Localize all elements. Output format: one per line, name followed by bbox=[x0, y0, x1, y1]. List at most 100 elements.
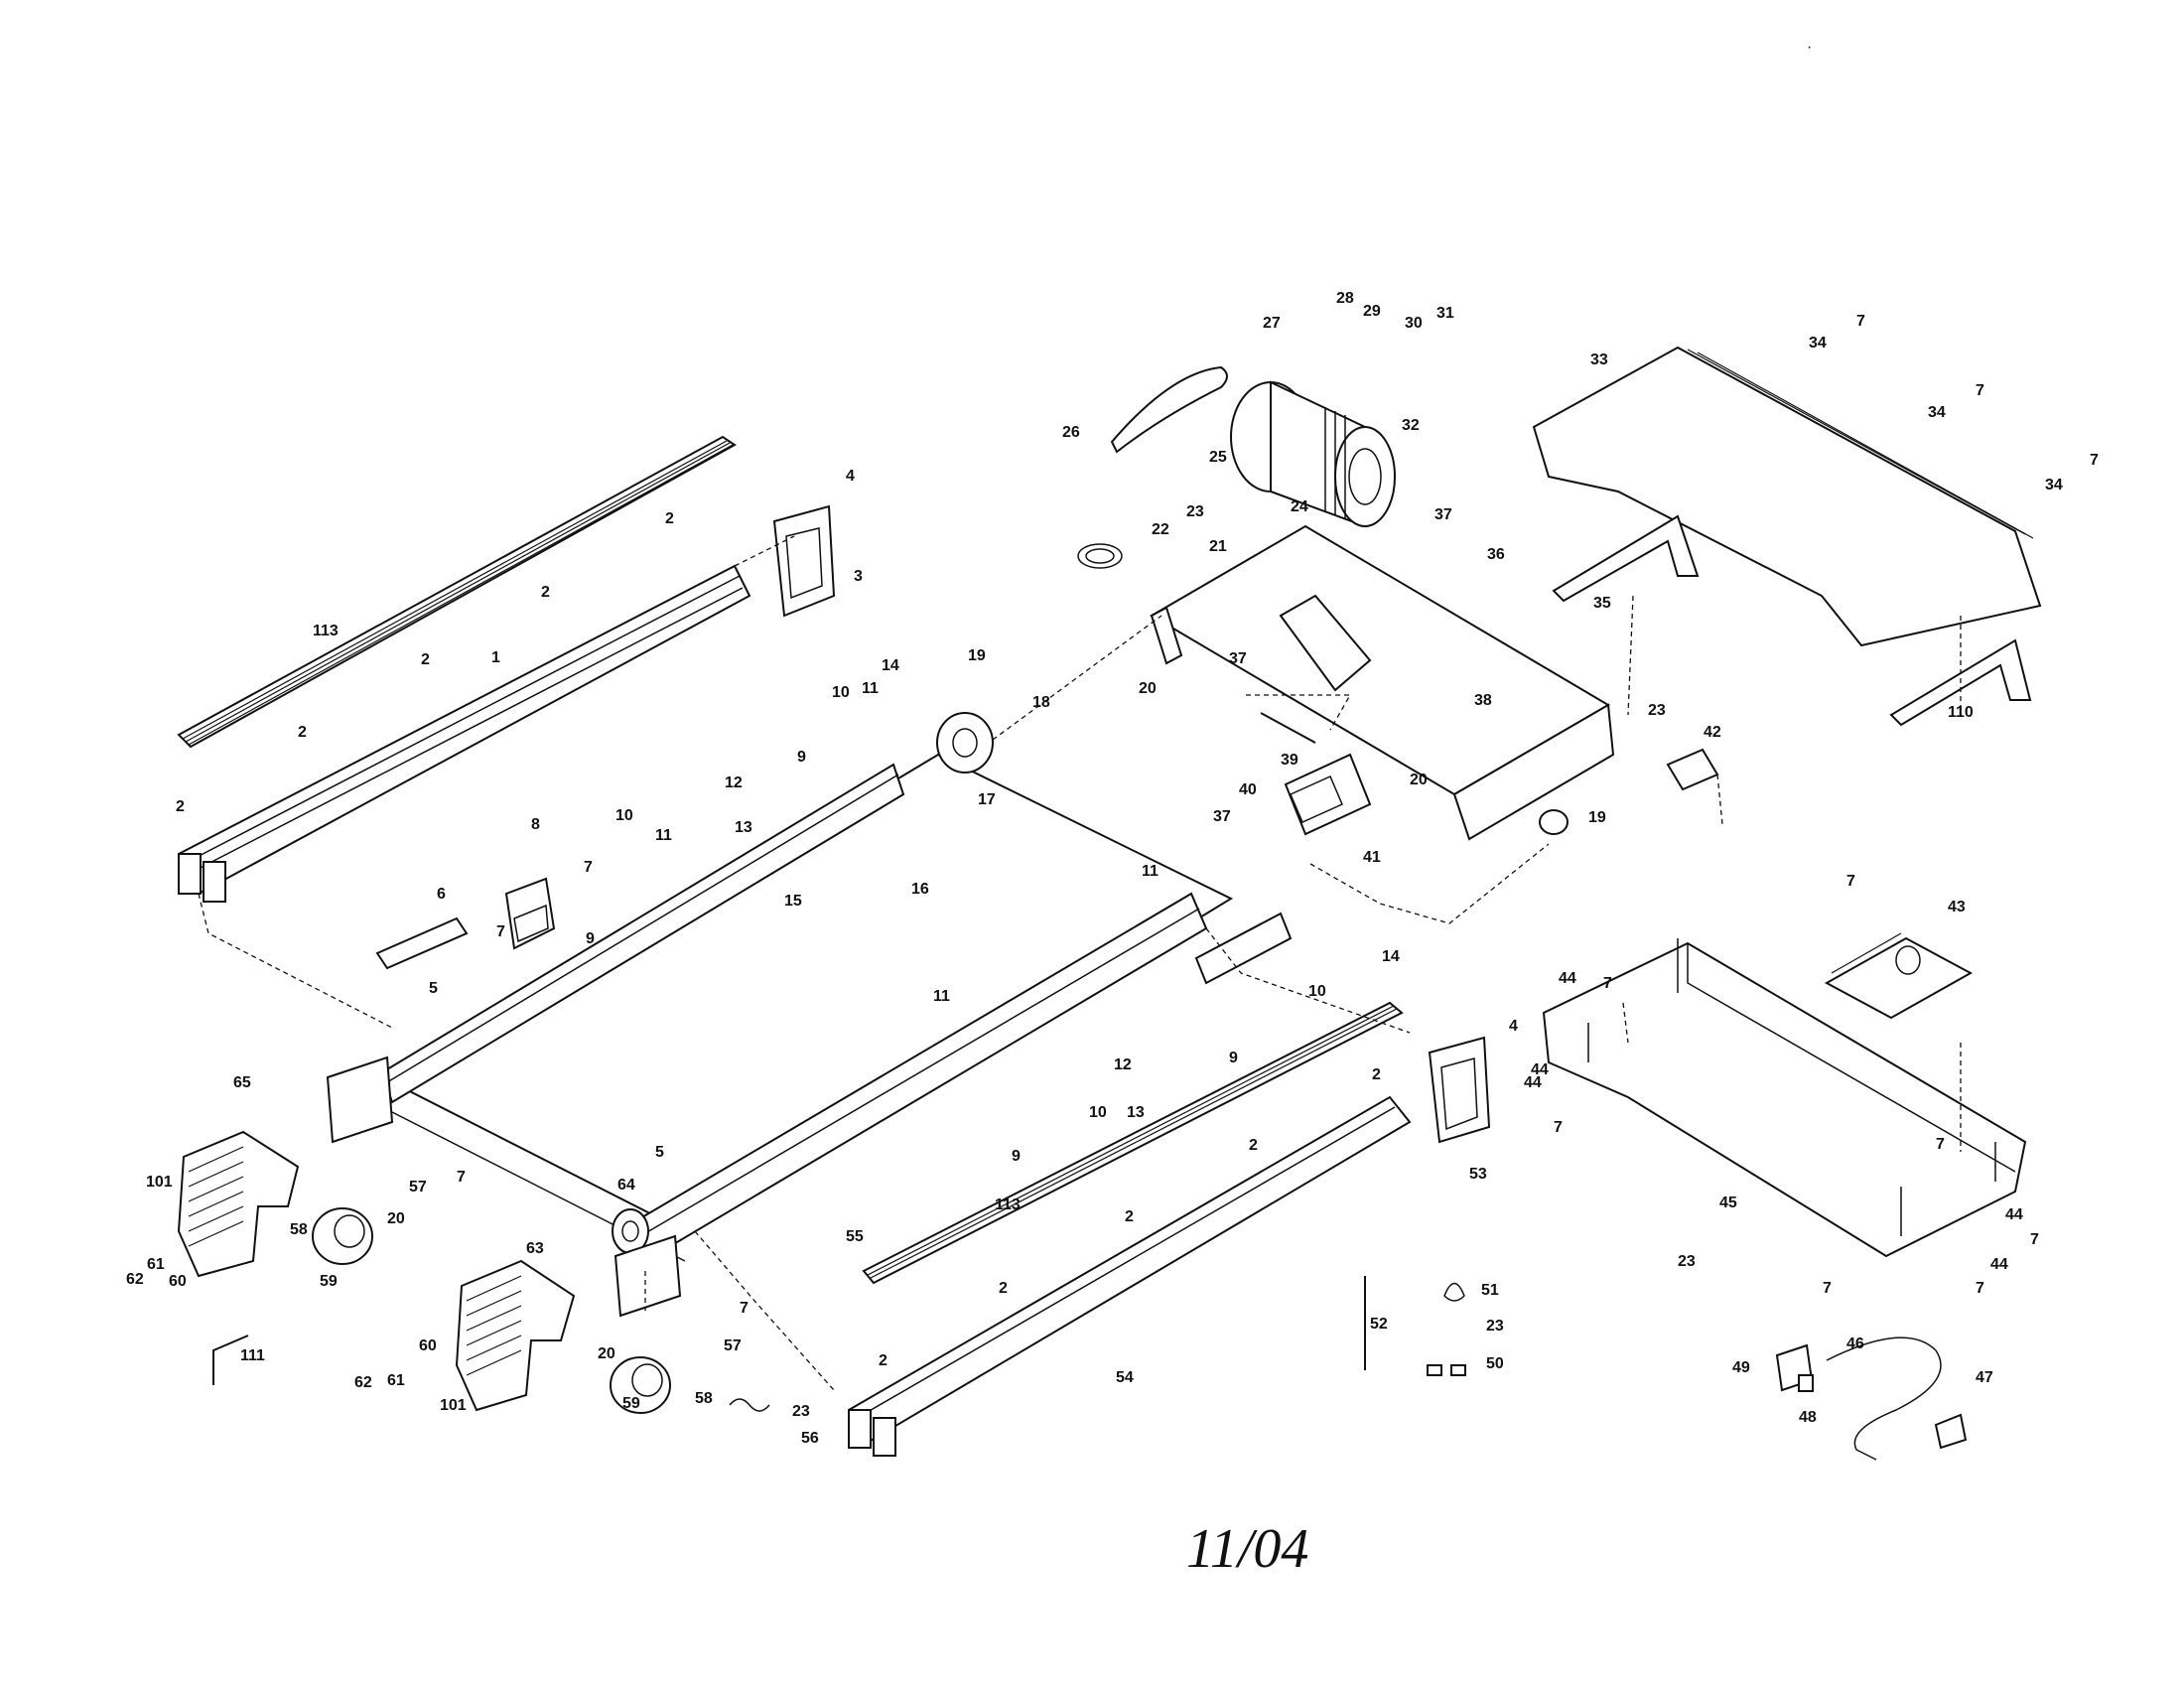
callout-label: 33 bbox=[1590, 352, 1608, 368]
callout-label: 53 bbox=[1469, 1166, 1487, 1183]
callout-label: 23 bbox=[1648, 702, 1666, 719]
callout-label: 2 bbox=[879, 1352, 887, 1369]
wire-clip-56 bbox=[729, 1398, 770, 1412]
controller-board-43 bbox=[1824, 932, 1974, 1020]
callout-label: 38 bbox=[1474, 692, 1492, 709]
callout-label: 1 bbox=[491, 649, 500, 666]
callout-label: 34 bbox=[1809, 335, 1827, 352]
callout-label: 41 bbox=[1363, 849, 1381, 866]
callout-label: 13 bbox=[1127, 1104, 1145, 1121]
callout-label: 36 bbox=[1487, 546, 1505, 563]
callout-label: 3 bbox=[854, 568, 863, 585]
callout-label: 23 bbox=[1486, 1318, 1504, 1335]
left-end-cap-65 bbox=[177, 1130, 300, 1278]
callout-label: 16 bbox=[911, 881, 929, 898]
callout-label: 101 bbox=[146, 1174, 173, 1191]
callout-label: 26 bbox=[1062, 424, 1080, 441]
callout-label: 6 bbox=[437, 886, 446, 903]
callout-label: 113 bbox=[995, 1196, 1021, 1213]
callout-label: 30 bbox=[1405, 315, 1423, 332]
left-trim-strip-113 bbox=[177, 435, 737, 749]
callout-label: 11 bbox=[1142, 863, 1159, 880]
power-cord-47 bbox=[1826, 1337, 1968, 1461]
callout-label: 61 bbox=[387, 1372, 405, 1389]
callout-label: 39 bbox=[1281, 752, 1298, 769]
callout-label: 44 bbox=[2005, 1206, 2023, 1223]
callout-label: 27 bbox=[1263, 315, 1281, 332]
callout-label: 10 bbox=[1089, 1104, 1107, 1121]
callout-label: 7 bbox=[1856, 313, 1865, 330]
callout-label: 29 bbox=[1363, 303, 1381, 320]
callout-label: 58 bbox=[290, 1221, 308, 1238]
callout-label: 43 bbox=[1948, 899, 1966, 915]
callout-label: 7 bbox=[457, 1169, 466, 1186]
callout-label: 50 bbox=[1486, 1355, 1504, 1372]
callout-label: 14 bbox=[882, 657, 899, 674]
callout-label: 34 bbox=[1928, 404, 1946, 421]
callout-label: 23 bbox=[792, 1403, 810, 1420]
callout-label: 9 bbox=[1012, 1148, 1021, 1165]
front-frame bbox=[1150, 524, 1615, 841]
callout-label: 11 bbox=[933, 988, 950, 1005]
callout-label: 65 bbox=[233, 1074, 251, 1091]
circuit-breaker-48 bbox=[1798, 1374, 1814, 1392]
callout-label: 48 bbox=[1799, 1409, 1817, 1426]
callout-label: 19 bbox=[1588, 809, 1606, 826]
callout-label: 7 bbox=[2090, 452, 2099, 469]
allen-wrench-111 bbox=[212, 1335, 249, 1385]
callout-label: 7 bbox=[1976, 1280, 1984, 1297]
callout-label: 57 bbox=[724, 1337, 742, 1354]
callout-label: 11 bbox=[655, 827, 672, 844]
callout-label: 20 bbox=[387, 1210, 405, 1227]
callout-labels: 1131222223456778991010111112131415161718… bbox=[126, 290, 2099, 1447]
callout-label: 32 bbox=[1402, 417, 1420, 434]
incline-motor-40 bbox=[1284, 753, 1372, 836]
callout-label: 55 bbox=[846, 1228, 864, 1245]
callout-label: 2 bbox=[421, 651, 430, 668]
left-side-rail-1 bbox=[178, 564, 751, 903]
callout-label: 28 bbox=[1336, 290, 1354, 307]
callout-label: 25 bbox=[1209, 449, 1227, 466]
callout-label: 18 bbox=[1032, 694, 1050, 711]
cable-clip-51 bbox=[1443, 1282, 1465, 1302]
callout-label: 7 bbox=[1603, 975, 1612, 992]
callout-label: 7 bbox=[1936, 1136, 1945, 1153]
callout-label: 2 bbox=[176, 798, 185, 815]
callout-label: 44 bbox=[1531, 1061, 1549, 1078]
callout-label: 7 bbox=[2030, 1231, 2039, 1248]
callout-label: 42 bbox=[1704, 724, 1721, 741]
callout-label: 5 bbox=[655, 1144, 664, 1161]
right-side-rail-54 bbox=[848, 1095, 1412, 1457]
right-rear-wheel-59 bbox=[610, 1356, 671, 1414]
callout-label: 52 bbox=[1370, 1316, 1388, 1333]
callout-label: 113 bbox=[313, 623, 339, 639]
callout-label: 7 bbox=[1823, 1280, 1832, 1297]
callout-label: 2 bbox=[1249, 1137, 1258, 1154]
right-trim-strip-113 bbox=[862, 1001, 1404, 1285]
callout-label: 9 bbox=[1229, 1050, 1238, 1066]
callout-label: 2 bbox=[541, 584, 550, 601]
right-end-cap-63 bbox=[455, 1259, 576, 1412]
motor-mount bbox=[1279, 594, 1372, 692]
callout-label: 2 bbox=[1125, 1208, 1134, 1225]
label-strip-6 bbox=[375, 916, 469, 970]
callout-label: 20 bbox=[598, 1345, 615, 1362]
corner-mark: · bbox=[1807, 39, 1812, 56]
callout-label: 62 bbox=[126, 1271, 144, 1288]
cover-bracket bbox=[1194, 912, 1293, 985]
callout-label: 44 bbox=[1524, 1074, 1542, 1091]
callout-label: 10 bbox=[1308, 983, 1326, 1000]
hood-bracket-35 bbox=[1552, 514, 1700, 603]
callout-label: 46 bbox=[1846, 1336, 1864, 1352]
motor-25 bbox=[1230, 380, 1396, 528]
callout-label: 37 bbox=[1434, 506, 1452, 523]
callout-label: 60 bbox=[169, 1273, 187, 1290]
callout-label: 2 bbox=[298, 724, 307, 741]
deck-bracket-8 bbox=[504, 877, 556, 950]
callout-label: 110 bbox=[1948, 704, 1974, 721]
callout-label: 4 bbox=[1509, 1018, 1518, 1035]
callout-label: 17 bbox=[978, 791, 996, 808]
callout-label: 2 bbox=[665, 510, 674, 527]
circuit-box-42 bbox=[1666, 748, 1719, 791]
